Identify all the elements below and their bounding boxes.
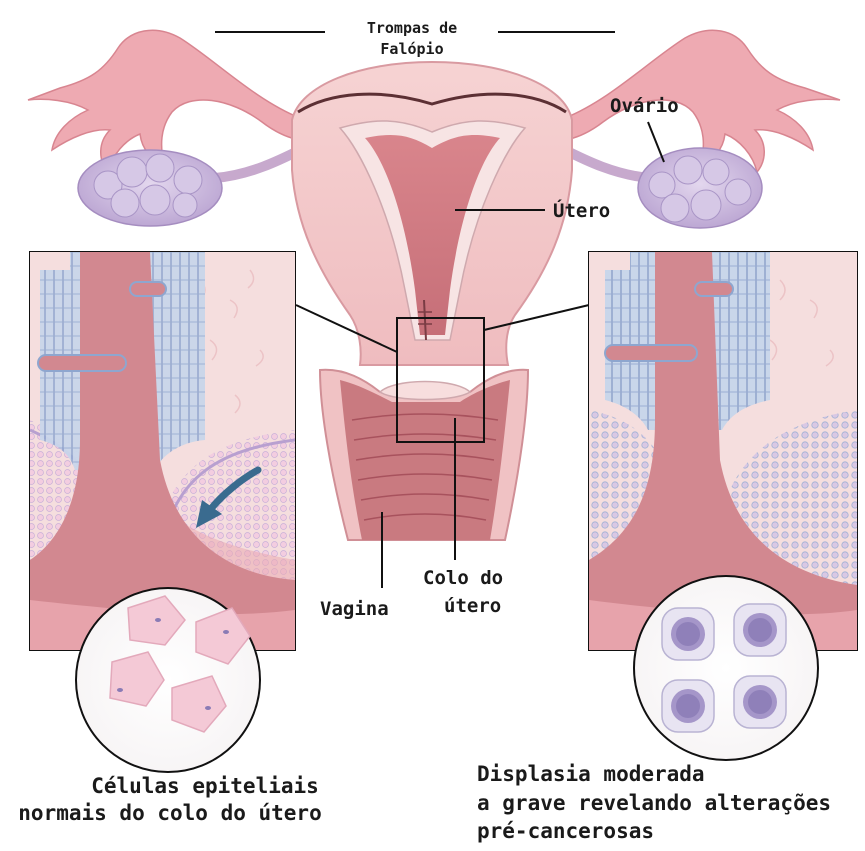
vagina-label: Vagina bbox=[320, 598, 389, 620]
dysplasia-caption-line3: pré-cancerosas bbox=[477, 819, 654, 843]
dysplasia-caption-line1: Displasia moderada bbox=[477, 762, 705, 786]
vagina bbox=[320, 370, 528, 540]
uterus-label: Útero bbox=[553, 198, 610, 222]
cervix-label-line2: útero bbox=[444, 595, 501, 617]
normal-cells-caption-line1: Células epiteliais bbox=[91, 774, 319, 798]
dysplastic-cell bbox=[734, 676, 786, 728]
fallopian-tubes-label-line1: Trompas de bbox=[367, 19, 457, 37]
cervix-label-line1: Colo do bbox=[423, 567, 503, 589]
fallopian-tubes-label-line2: Falópio bbox=[380, 40, 443, 58]
dysplasia-cells-magnified bbox=[634, 576, 818, 760]
dysplastic-cell bbox=[662, 680, 714, 732]
normal-cells-caption-line2: normais do colo do útero bbox=[18, 801, 321, 825]
dysplastic-cell bbox=[662, 608, 714, 660]
normal-cells-magnified bbox=[76, 588, 260, 772]
dysplasia-caption-line2: a grave revelando alterações bbox=[477, 791, 831, 815]
dysplastic-cell bbox=[734, 604, 786, 656]
ovary-label: Ovário bbox=[610, 95, 679, 117]
